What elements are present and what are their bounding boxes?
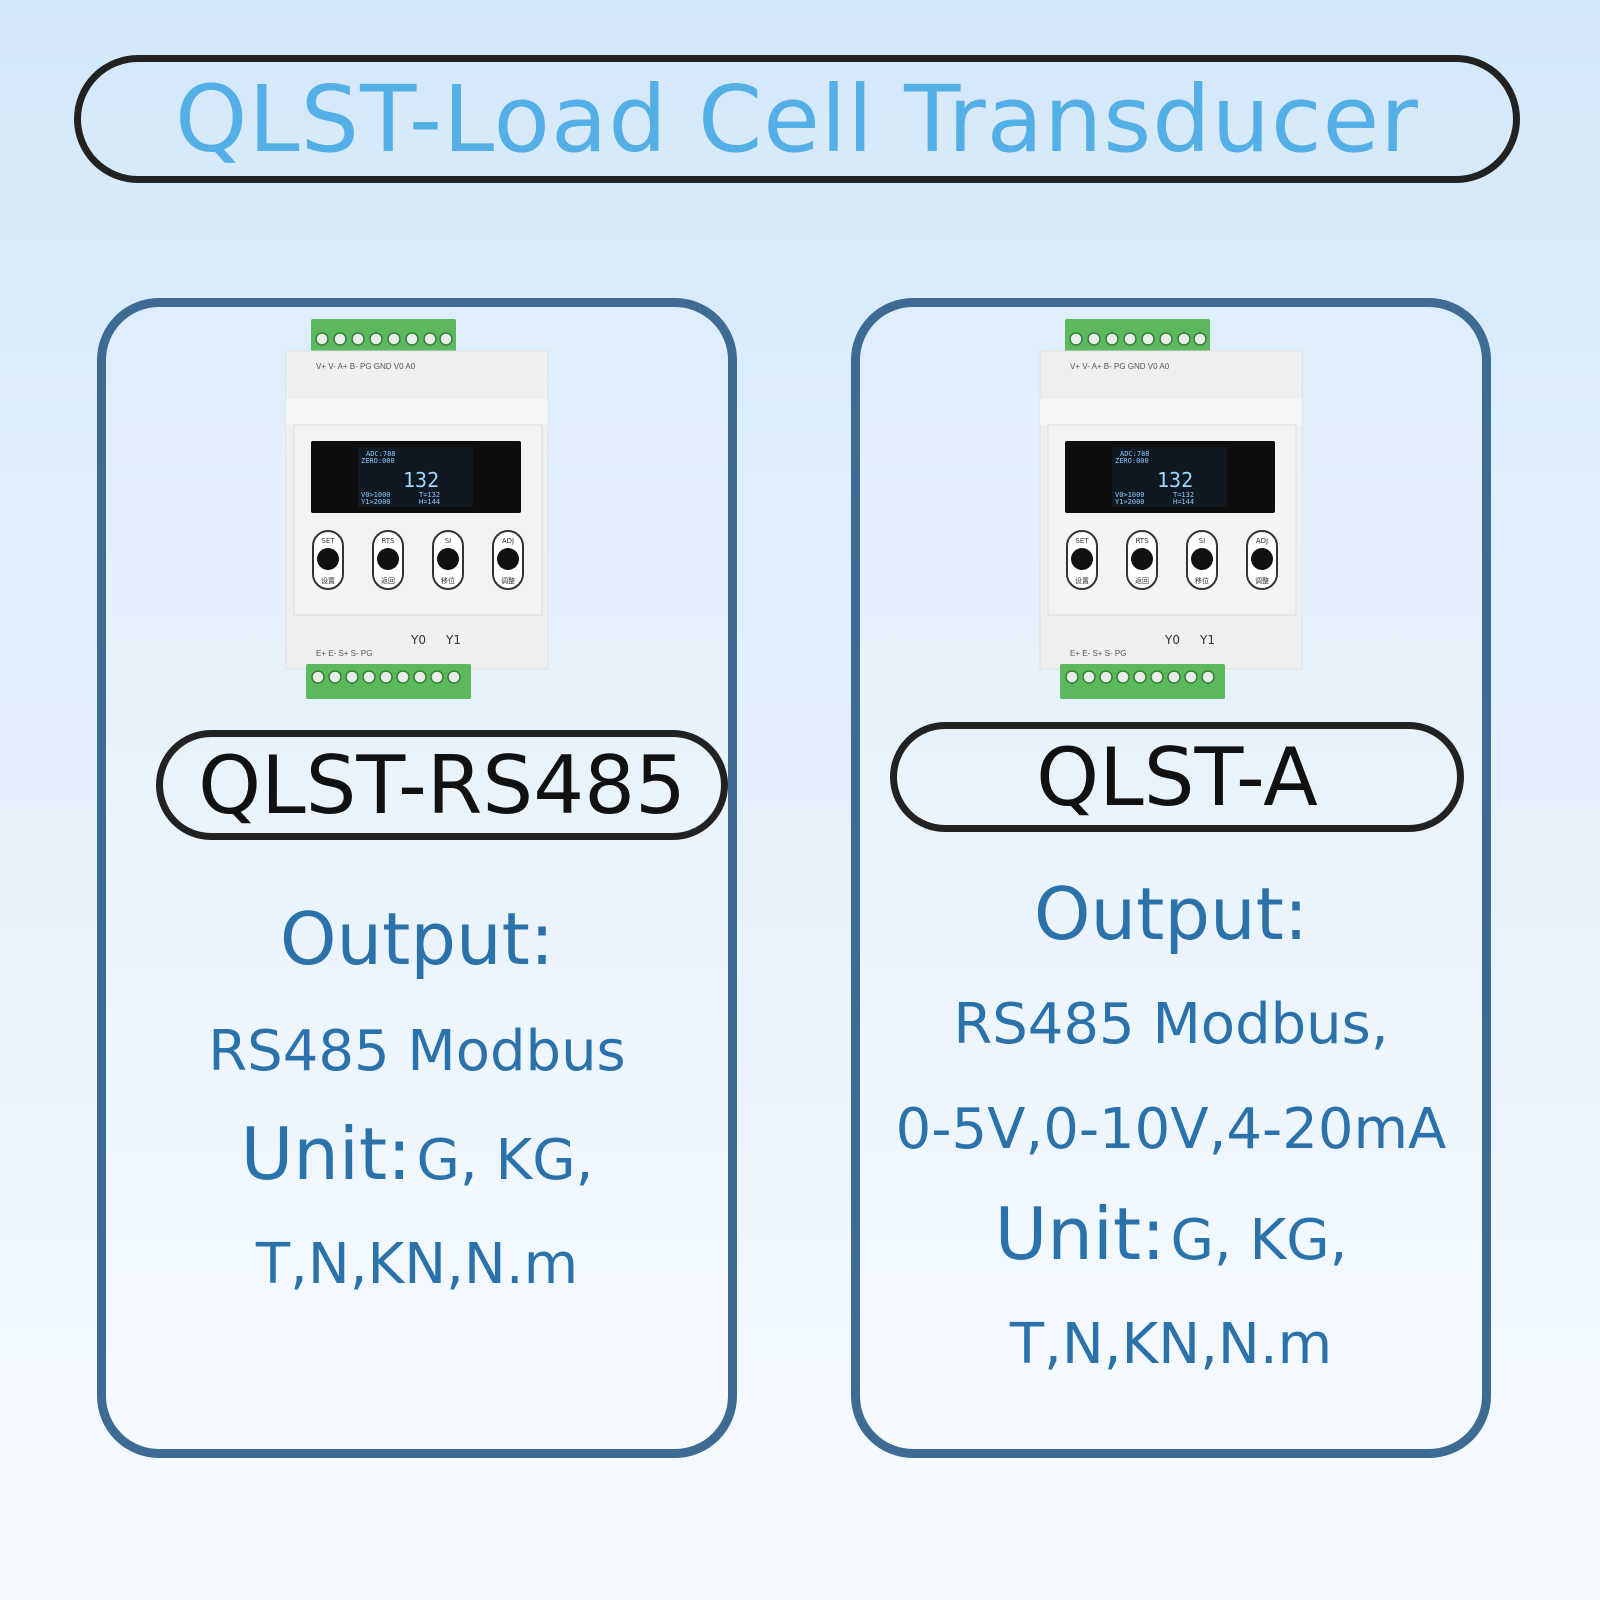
product-card-a: V+ V- A+ B- PG GND V0 A0 ADC:788 ZERO:00… [851,298,1491,1458]
y0-label: Y0 [1164,633,1180,647]
svg-text:移位: 移位 [1195,576,1209,585]
output-value-1: RS485 Modbus, [953,992,1389,1057]
device-buttons: SET 设置 RTS 返回 SI 移位 ADJ 调整 [312,530,524,590]
adj-button: ADJ 调整 [1246,530,1278,590]
unit-row: Unit: G, KG, [860,1192,1482,1276]
model-label: QLST-RS485 [156,730,728,840]
bottom-terminal-labels: E+ E- S+ S- PG [316,649,372,658]
svg-text:ADJ: ADJ [1256,537,1268,545]
output-label: Output: [279,897,555,981]
unit-row: Unit: G, KG, [106,1112,728,1196]
svg-text:返回: 返回 [381,577,395,585]
svg-text:SI: SI [445,537,452,545]
svg-text:ZERO:000: ZERO:000 [361,457,395,465]
svg-text:V0>1000: V0>1000 [361,491,391,499]
output-value-2: 0-5V,0-10V,4-20mA [895,1097,1447,1162]
product-card-rs485: V+ V- A+ B- PG GND V0 A0 ADC:788 ZERO:00… [97,298,737,1458]
svg-text:ADJ: ADJ [502,537,514,545]
model-name: QLST-A [1036,730,1318,824]
title-banner: QLST-Load Cell Transducer [74,55,1520,183]
svg-text:Y1>2000: Y1>2000 [1115,498,1145,506]
bottom-terminal-screws [1065,670,1215,684]
si-button: SI 移位 [1186,530,1218,590]
unit-values-line-2: T,N,KN,N.m [255,1232,579,1297]
svg-text:RTS: RTS [381,537,395,545]
svg-text:H=144: H=144 [1173,498,1194,506]
set-button: SET 设置 [312,530,344,590]
svg-text:调整: 调整 [1255,576,1269,585]
top-terminal-block [1065,319,1210,353]
unit-values: G, KG, [416,1128,594,1193]
device-image: V+ V- A+ B- PG GND V0 A0 ADC:788 ZERO:00… [1039,319,1303,699]
svg-text:设置: 设置 [1075,576,1089,585]
device-buttons: SET 设置 RTS 返回 SI 移位 ADJ 调整 [1066,530,1278,590]
page-title: QLST-Load Cell Transducer [175,65,1419,173]
svg-text:RTS: RTS [1135,537,1149,545]
screen-reading: 132 [1157,468,1193,492]
top-terminal-labels: V+ V- A+ B- PG GND V0 A0 [1070,362,1170,371]
top-terminal-screws [1069,332,1207,346]
y1-label: Y1 [445,633,461,647]
svg-text:SET: SET [321,537,335,545]
model-name: QLST-RS485 [198,738,686,832]
svg-text:设置: 设置 [321,576,335,585]
model-label: QLST-A [890,722,1464,832]
device-image: V+ V- A+ B- PG GND V0 A0 ADC:788 ZERO:00… [285,319,549,699]
svg-text:SI: SI [1199,537,1206,545]
output-label: Output: [1033,872,1309,956]
svg-text:ADC:788: ADC:788 [366,450,396,458]
unit-values: G, KG, [1170,1208,1348,1273]
rts-button: RTS 返回 [372,530,404,590]
svg-text:T=132: T=132 [419,491,440,499]
svg-text:ZERO:000: ZERO:000 [1115,457,1149,465]
adj-button: ADJ 调整 [492,530,524,590]
svg-text:H=144: H=144 [419,498,440,506]
svg-text:Y1>2000: Y1>2000 [361,498,391,506]
unit-label: Unit: [994,1192,1166,1276]
y1-label: Y1 [1199,633,1215,647]
svg-text:移位: 移位 [441,576,455,585]
rts-button: RTS 返回 [1126,530,1158,590]
bottom-terminal-labels: E+ E- S+ S- PG [1070,649,1126,658]
svg-text:ADC:788: ADC:788 [1120,450,1150,458]
output-value: RS485 Modbus [208,1019,626,1084]
top-terminal-screws [315,332,453,346]
svg-text:调整: 调整 [501,576,515,585]
y0-label: Y0 [410,633,426,647]
svg-text:返回: 返回 [1135,577,1149,585]
top-terminal-labels: V+ V- A+ B- PG GND V0 A0 [316,362,416,371]
svg-text:T=132: T=132 [1173,491,1194,499]
svg-text:SET: SET [1075,537,1089,545]
svg-text:V0>1000: V0>1000 [1115,491,1145,499]
set-button: SET 设置 [1066,530,1098,590]
si-button: SI 移位 [432,530,464,590]
top-terminal-block [311,319,456,353]
screen-reading: 132 [403,468,439,492]
bottom-terminal-screws [311,670,461,684]
unit-values-line-2: T,N,KN,N.m [1009,1312,1333,1377]
unit-label: Unit: [240,1112,412,1196]
